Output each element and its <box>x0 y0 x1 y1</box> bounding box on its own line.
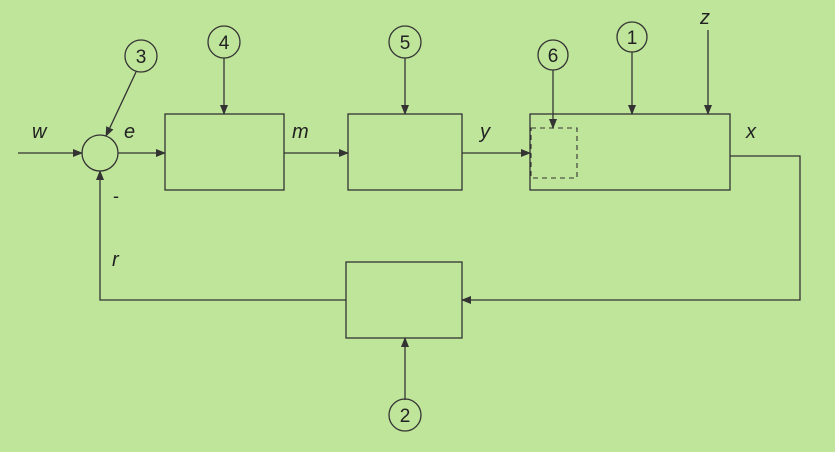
marker-circle-5 <box>388 25 422 59</box>
measuring-block <box>345 261 463 339</box>
summing-junction <box>81 134 119 172</box>
marker-circle-4 <box>207 25 241 59</box>
marker-arrow-3 <box>105 71 137 137</box>
marker-circle-2 <box>388 398 422 432</box>
marker-circle-3 <box>124 39 158 73</box>
line-x-feedback <box>461 155 801 304</box>
process-block <box>529 113 731 191</box>
signal-label-x: x <box>745 121 757 143</box>
signal-label-m: m <box>292 121 309 143</box>
marker-circle-1 <box>616 21 648 53</box>
line-r-feedback <box>96 170 346 301</box>
marker-label-2: 2 <box>400 406 411 427</box>
minus-sign: - <box>113 186 119 206</box>
marker-label-3: 3 <box>136 47 147 68</box>
actuator-block <box>347 113 463 191</box>
signal-label-w: w <box>32 121 48 143</box>
signal-label-r: r <box>112 249 120 271</box>
process-inner-dashed-block <box>530 127 578 179</box>
marker-label-5: 5 <box>400 33 411 54</box>
signal-label-z: z <box>699 7 710 29</box>
controller-block <box>164 113 285 191</box>
signal-label-y: y <box>478 121 491 143</box>
marker-label-1: 1 <box>627 28 638 49</box>
marker-label-6: 6 <box>548 46 559 67</box>
marker-circle-6 <box>537 39 569 71</box>
signal-label-e: e <box>124 121 135 143</box>
marker-label-4: 4 <box>219 33 230 54</box>
